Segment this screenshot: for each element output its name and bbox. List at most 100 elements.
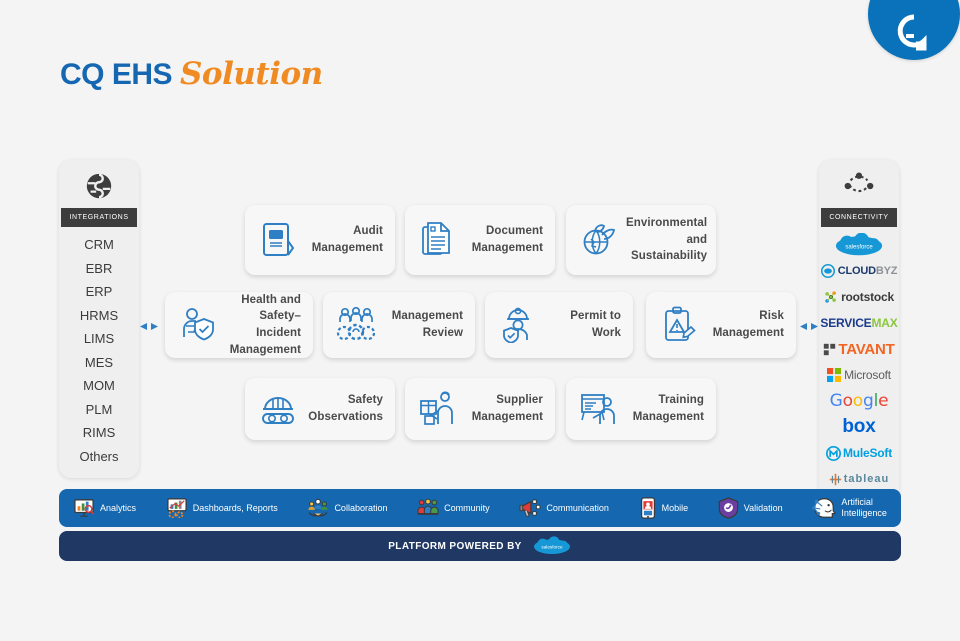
platform-bar: PLATFORM POWERED BY salesforce <box>59 531 901 561</box>
ai-head-icon <box>812 498 837 518</box>
salesforce-cloud-logo: salesforce <box>533 536 570 554</box>
risk-management-card[interactable]: Risk Management <box>646 292 796 358</box>
document-management-label: Document Management <box>471 225 543 254</box>
integration-item[interactable]: EBR <box>85 260 113 276</box>
whiteboard-presenter-icon <box>576 391 622 427</box>
double-arrow-right-icon <box>798 318 820 330</box>
communication-item[interactable]: Communication <box>519 498 609 518</box>
integration-item[interactable]: ERP <box>85 284 113 300</box>
feature-bar: Analytics Dashboards, Reports <box>59 489 901 527</box>
validation-label: Validation <box>743 502 783 513</box>
safety-observations-label: Safety Observations <box>308 394 383 423</box>
google-label: Google <box>829 391 889 411</box>
permit-to-work-card[interactable]: Permit to Work <box>485 292 633 358</box>
servicemax-logo[interactable]: SERVICEMAX <box>819 311 899 335</box>
rootstock-logo[interactable]: rootstock <box>819 285 899 309</box>
health-safety-incident-management-label: Health and Safety– Incident Management <box>229 293 301 356</box>
svg-text:salesforce: salesforce <box>845 244 873 250</box>
management-review-card[interactable]: Management Review <box>323 292 475 358</box>
mobile-phone-icon <box>640 497 655 519</box>
management-review-label: Management Review <box>391 310 463 339</box>
platform-powered-by-label: PLATFORM POWERED BY <box>388 540 522 552</box>
documents-icon <box>415 221 461 259</box>
audit-folder-icon <box>255 221 301 259</box>
connectivity-logo-list: salesforce CLOUDBYZ roo <box>819 233 899 491</box>
integration-item[interactable]: PLM <box>85 401 113 417</box>
cq-logo-icon <box>868 0 960 60</box>
integration-item[interactable]: MES <box>84 354 114 370</box>
health-safety-incident-management-card[interactable]: Health and Safety– Incident Management <box>165 292 313 358</box>
integrations-panel: INTEGRATIONS CRM EBR ERP HRMS LIMS MES M… <box>59 160 139 479</box>
connectivity-network-icon <box>819 168 899 204</box>
integration-item[interactable]: Others <box>79 448 119 464</box>
tableau-logo[interactable]: tableau <box>819 467 899 491</box>
integrations-band-label: INTEGRATIONS <box>61 208 137 227</box>
community-item[interactable]: Community <box>417 498 490 518</box>
hardhat-goggles-icon <box>255 392 301 426</box>
integration-item[interactable]: LIMS <box>83 331 115 347</box>
analytics-item[interactable]: Analytics <box>73 498 136 518</box>
integration-item[interactable]: RIMS <box>82 425 116 441</box>
risk-management-label: Risk Management <box>712 310 784 339</box>
integrations-globe-puzzle-icon <box>59 168 139 204</box>
salesforce-logo[interactable]: salesforce <box>819 233 899 257</box>
community-group-icon <box>417 498 439 515</box>
injured-person-shield-icon <box>175 307 221 343</box>
community-label: Community <box>444 502 490 513</box>
page-title-primary: CQ EHS <box>60 58 173 91</box>
cloudbyz-label: CLOUDBYZ <box>837 265 898 277</box>
box-worker-icon <box>415 391 461 427</box>
tableau-label: tableau <box>843 473 890 485</box>
servicemax-label: SERVICEMAX <box>820 316 898 330</box>
google-logo[interactable]: Google <box>819 389 899 413</box>
supplier-management-card[interactable]: Supplier Management <box>405 378 555 440</box>
microsoft-logo[interactable]: Microsoft <box>819 363 899 387</box>
environmental-sustainability-card[interactable]: Environmental and Sustainability <box>566 205 716 275</box>
globe-leaf-icon <box>576 221 622 259</box>
mulesoft-logo[interactable]: MuleSoft <box>819 441 899 465</box>
validation-shield-icon <box>718 497 739 519</box>
double-arrow-left-icon <box>138 318 160 330</box>
mobile-item[interactable]: Mobile <box>639 497 689 519</box>
training-management-label: Training Management <box>632 394 704 423</box>
megaphone-icon <box>519 499 541 517</box>
tavant-label: TAVANT <box>838 340 895 358</box>
cloudbyz-logo[interactable]: CLOUDBYZ <box>819 259 899 283</box>
audit-management-card[interactable]: Audit Management <box>245 205 395 275</box>
dashboard-gear-icon <box>166 498 187 518</box>
mulesoft-label: MuleSoft <box>842 446 893 460</box>
communication-label: Communication <box>546 502 609 513</box>
dashboards-reports-item[interactable]: Dashboards, Reports <box>166 498 278 518</box>
page-title-secondary: Solution <box>180 56 323 92</box>
box-logo[interactable]: box <box>819 415 899 439</box>
collaboration-label: Collaboration <box>334 502 388 513</box>
integration-item[interactable]: CRM <box>84 237 114 252</box>
tavant-logo[interactable]: TAVANT <box>819 337 899 361</box>
microsoft-label: Microsoft <box>844 368 891 382</box>
validation-item[interactable]: Validation <box>718 497 783 519</box>
analytics-chart-icon <box>74 499 95 517</box>
document-management-card[interactable]: Document Management <box>405 205 555 275</box>
connectivity-panel: CONNECTIVITY salesforce CLOUDBYZ <box>819 160 899 503</box>
svg-text:salesforce: salesforce <box>541 545 563 550</box>
worker-helmet-shield-icon <box>495 307 541 343</box>
analytics-label: Analytics <box>100 502 137 513</box>
handshake-people-icon <box>308 498 329 517</box>
integration-item[interactable]: HRMS <box>79 307 119 323</box>
dashboards-reports-label: Dashboards, Reports <box>192 502 278 513</box>
gears-people-icon <box>333 307 379 343</box>
clipboard-warning-icon <box>656 306 702 344</box>
environmental-sustainability-label: Environmental and Sustainability <box>626 216 708 263</box>
supplier-management-label: Supplier Management <box>471 394 543 423</box>
safety-observations-card[interactable]: Safety Observations <box>245 378 395 440</box>
collaboration-item[interactable]: Collaboration <box>307 498 387 518</box>
artificial-intelligence-item[interactable]: Artificial Intelligence <box>812 497 887 519</box>
mobile-label: Mobile <box>661 502 689 513</box>
integration-item[interactable]: MOM <box>83 378 115 394</box>
permit-to-work-label: Permit to Work <box>570 310 621 339</box>
training-management-card[interactable]: Training Management <box>566 378 716 440</box>
audit-management-label: Audit Management <box>311 225 383 254</box>
artificial-intelligence-label: Artificial Intelligence <box>841 497 887 518</box>
